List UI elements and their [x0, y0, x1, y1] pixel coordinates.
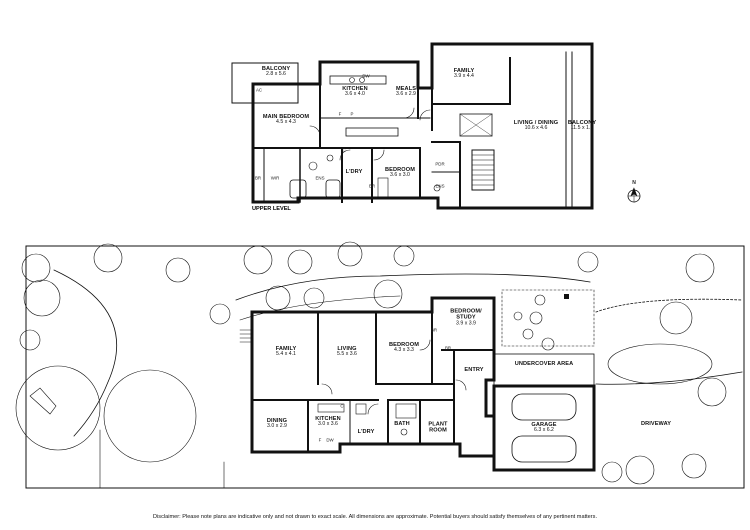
room-dimension: 2.8 x 5.6 — [266, 71, 286, 78]
upper-wir-label: WIR — [270, 175, 280, 181]
room-name: PLANT — [428, 421, 448, 428]
room-dimension: 3.0 x 2.9 — [267, 423, 287, 430]
upper-fridge-label: F — [338, 111, 342, 117]
room-name: BALCONY — [261, 65, 291, 72]
ground-br-label: BR — [430, 327, 438, 333]
ground-undercover-label: UNDERCOVER AREA — [515, 361, 573, 367]
ground-laundry-label: L'DRY — [358, 429, 375, 435]
north-letter: N — [632, 180, 636, 186]
room-dimension: 6.3 x 6.2 — [534, 427, 554, 434]
room-name: BATH — [394, 420, 410, 427]
upper-br2-label: BR — [368, 183, 376, 189]
ground-bath-label: BATH — [394, 421, 410, 427]
room-dimension: 3.9 x 4.4 — [454, 73, 474, 80]
site-boundary — [25, 245, 745, 489]
room-name-line2: STUDY — [456, 315, 476, 322]
room-name: MAIN BEDROOM — [262, 113, 310, 120]
room-name: MEALS — [395, 85, 417, 92]
room-dimension: 10.6 x 4.6 — [524, 125, 548, 132]
ground-dw-label: DW — [326, 437, 334, 443]
upper-dw-label: DW — [362, 73, 370, 79]
upper-br-label: BR — [254, 175, 262, 181]
room-name: BEDROOM/ — [450, 308, 482, 315]
upper-pdr-label: PDR — [435, 161, 445, 167]
room-dimension: 3.9 x 3.9 — [456, 320, 476, 327]
upper-outer-wall — [251, 42, 594, 210]
upper-level-plan — [231, 42, 594, 210]
room-name: FAMILY — [275, 345, 297, 352]
room-name: BEDROOM — [389, 341, 419, 348]
room-dimension: 3.6 x 4.0 — [345, 91, 365, 98]
room-dimension: 5.4 x 4.1 — [276, 351, 296, 358]
driveway-label: DRIVEWAY — [641, 421, 671, 427]
room-name: L'DRY — [357, 428, 375, 435]
upper-ens-label: ENS — [315, 175, 325, 181]
room-name: L'DRY — [345, 168, 363, 175]
level-label: UPPER LEVEL — [252, 206, 291, 212]
room-name: KITCHEN — [342, 85, 368, 92]
upper-pantry-label: P — [350, 111, 354, 117]
room-name: GARAGE — [531, 421, 557, 428]
ground-br2-label: BR — [444, 345, 452, 351]
room-dimension: 3.6 x 2.9 — [396, 91, 416, 98]
ground-cupboard-label: C — [340, 403, 344, 409]
room-dimension: 3.0 x 3.6 — [318, 421, 338, 428]
ground-fridge-label: F — [318, 437, 322, 443]
room-name: LIVING / DINING — [513, 119, 559, 126]
room-dimension: 4.5 x 4.3 — [276, 119, 296, 126]
room-name: BEDROOM — [385, 166, 415, 173]
room-dimension: 5.5 x 3.6 — [337, 351, 357, 358]
room-name: FAMILY — [453, 67, 475, 74]
room-dimension: 11.5 x 1.7 — [570, 125, 594, 132]
room-name: KITCHEN — [315, 415, 341, 422]
disclaimer-text: Disclaimer: Please note plans are indica… — [153, 514, 597, 520]
room-dimension: 4.3 x 3.3 — [394, 347, 414, 354]
landscape-trees — [15, 241, 727, 485]
upper-ac-label: AC — [255, 87, 263, 93]
room-name: DINING — [266, 417, 288, 424]
room-name-line2: ROOM — [429, 428, 447, 434]
ground-entry-label: ENTRY — [464, 367, 483, 373]
upper-ens2-label: ENS — [435, 183, 445, 189]
room-name: UNDERCOVER AREA — [514, 360, 574, 367]
upper-cupboard-label: C — [342, 147, 346, 153]
ground-level-plan — [239, 296, 596, 472]
room-name: BALCONY — [567, 119, 597, 126]
room-name: LIVING — [337, 345, 357, 352]
room-name: DRIVEWAY — [640, 420, 672, 427]
north-arrow — [627, 187, 641, 203]
room-name: ENTRY — [464, 366, 484, 373]
room-dimension: 3.6 x 3.0 — [390, 172, 410, 179]
upper-laundry-label: L'DRY — [346, 169, 363, 175]
